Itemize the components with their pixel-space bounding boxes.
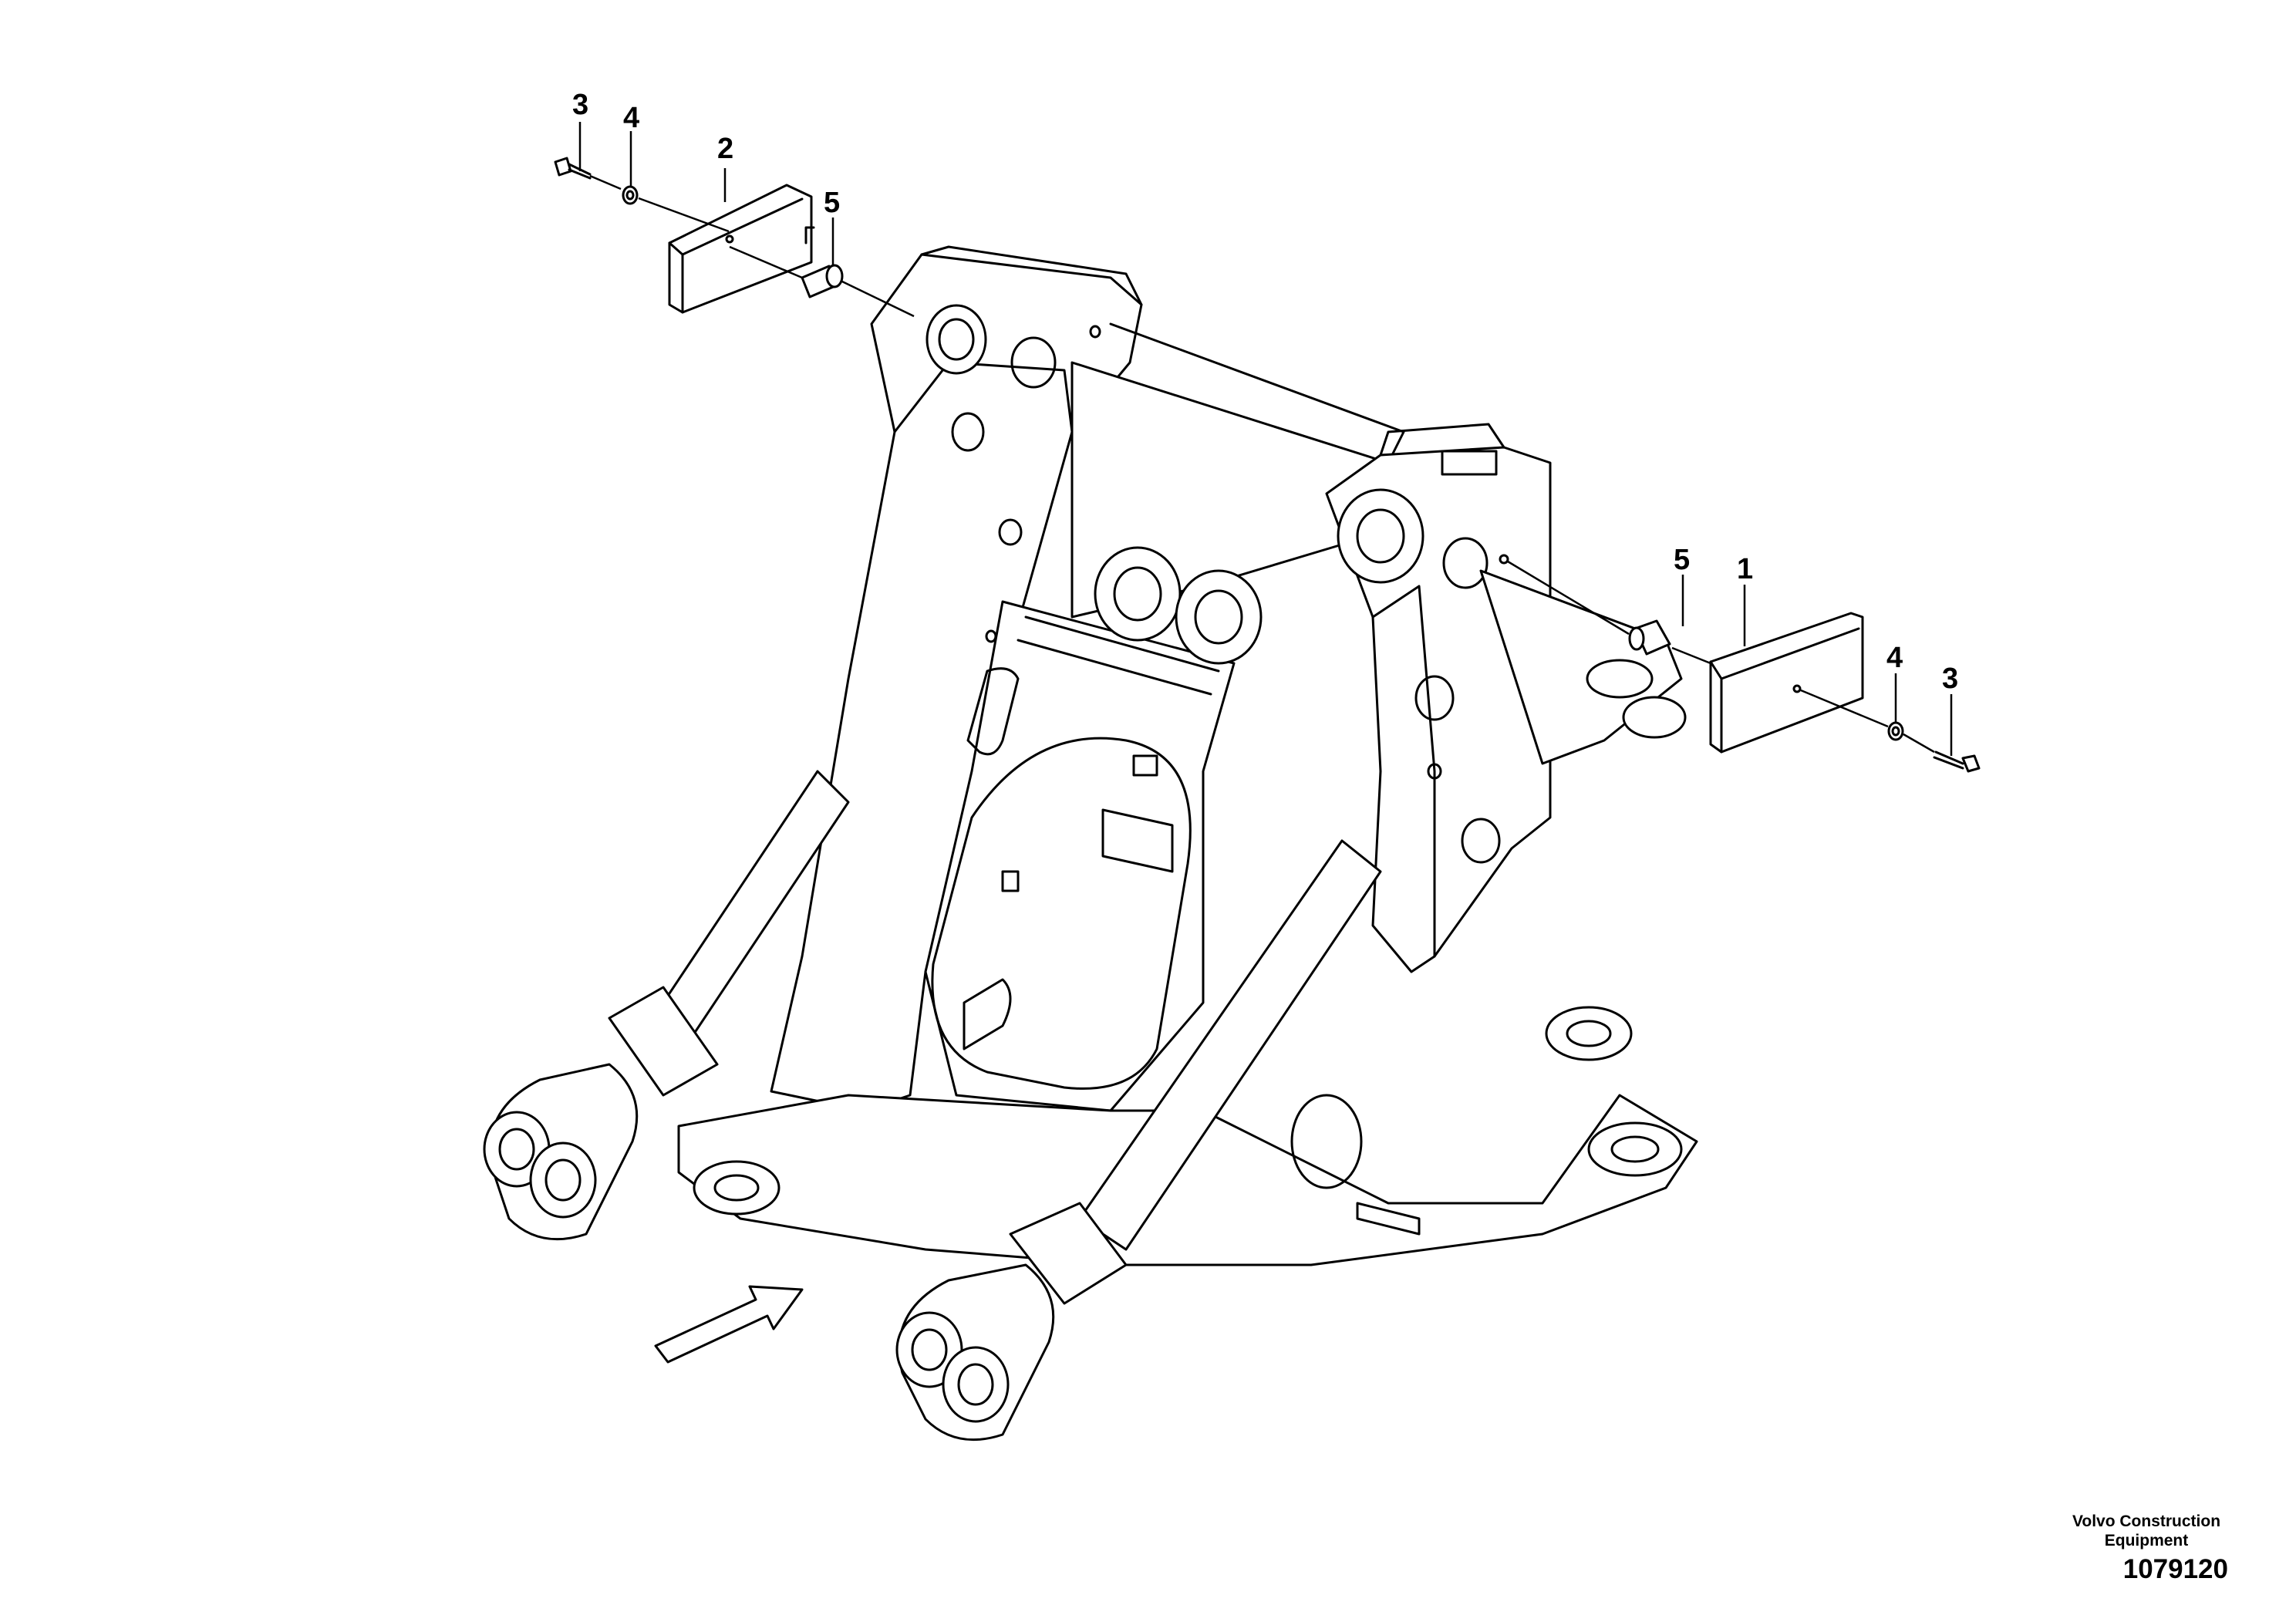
right-lift-cylinder [895,839,1382,1442]
right-cover-assembly: 5 1 4 3 [1499,544,1981,773]
right-bolt [1933,750,1981,773]
right-spacer [1628,619,1671,656]
left-bolt [554,157,592,180]
front-direction-arrow [654,1285,804,1364]
footer-brand: Volvo Construction Equipment [2072,1512,2221,1549]
callout-right-washer: 4 [1886,642,1903,674]
left-washer [622,185,639,205]
footer-doc-number: 1079120 [2122,1554,2228,1584]
left-spacer [801,264,844,298]
callout-left-plate: 2 [717,133,733,165]
right-washer [1887,721,1904,741]
callout-left-washer: 4 [623,102,639,134]
left-cover-plate [668,184,813,314]
left-lift-cylinder [483,770,850,1241]
front-frame [677,245,1698,1266]
callout-right-spacer: 5 [1674,544,1690,576]
callout-left-bolt: 3 [572,89,588,121]
callout-right-plate: 1 [1737,553,1753,585]
callout-right-bolt: 3 [1942,663,1958,695]
callout-left-spacer: 5 [824,187,840,219]
left-cover-assembly: 3 4 2 5 [554,89,915,318]
right-cover-plate [1709,612,1864,754]
